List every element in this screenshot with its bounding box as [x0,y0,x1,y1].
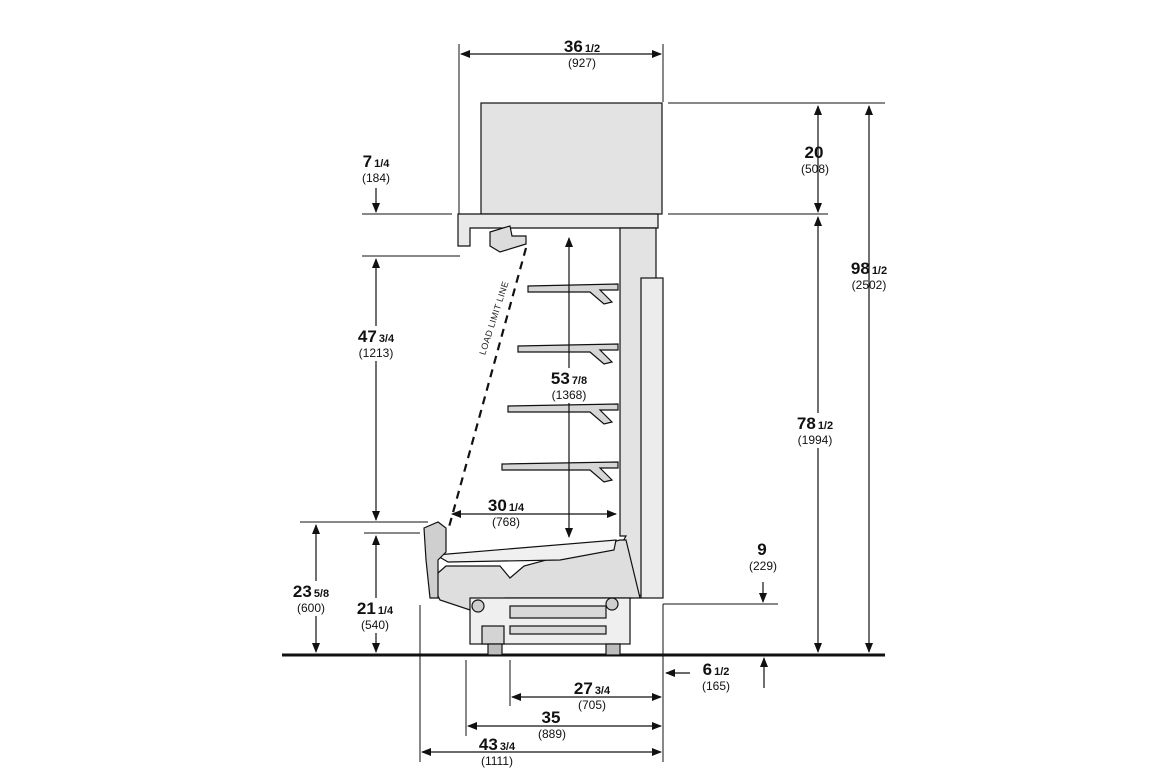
dim-value: 21 [356,599,376,618]
dim-fraction: 1/2 [871,265,888,277]
extension-lines [300,44,885,762]
dim-leg-depth: 35 (889) [538,709,566,740]
shelves [501,283,619,483]
dim-rear-clearance: 9 (229) [749,541,777,572]
dim-value: 9 [757,540,767,559]
dim-fraction: 1/4 [377,605,394,617]
light-fixture [489,225,527,253]
dim-fraction: 1/2 [714,666,730,678]
dim-fraction: 3/4 [499,741,516,753]
dim-value: 30 [487,496,507,515]
dim-fraction: 1/4 [374,158,390,170]
dim-fraction: 3/4 [594,685,611,697]
dim-mm: (705) [577,698,606,712]
dim-mm: (540) [360,618,389,632]
dim-fraction: 1/4 [508,502,525,514]
dim-value: 36 [563,37,583,56]
dim-value: 43 [478,735,498,754]
dim-fraction: 1/2 [817,420,834,432]
dim-mm: (1213) [358,346,394,360]
dim-fraction: 5/8 [313,588,330,600]
dim-value: 23 [292,582,312,601]
load-limit-line [447,247,528,528]
dim-value: 20 [804,143,824,162]
dim-mm: (600) [296,601,325,615]
dim-mm: (184) [361,171,391,185]
dim-value: 6 [702,660,713,679]
dim-mm: (2502) [851,278,887,292]
dim-value: 27 [573,679,593,698]
dim-mm: (1994) [797,433,833,447]
dim-mm: (927) [567,56,596,70]
dim-fraction: 7/8 [571,375,588,387]
dim-canopy-height: 20 (508) [801,144,829,175]
dim-value: 47 [357,327,377,346]
dim-mm: (165) [701,679,731,693]
dim-mm: (229) [748,559,778,573]
dim-value: 7 [362,152,373,171]
dim-value: 98 [850,259,870,278]
dim-mm: (1368) [551,388,587,402]
dim-value: 53 [550,369,570,388]
dim-value: 35 [541,708,561,727]
dim-mm: (508) [800,162,830,176]
dim-mm: (768) [491,515,520,529]
dim-value: 78 [796,414,816,433]
dim-fraction: 1/2 [584,43,601,55]
canopy-box [480,102,663,215]
dim-mm: (1111) [480,754,513,768]
case-body [423,213,664,656]
dim-fraction: 3/4 [378,333,395,345]
dim-mm: (889) [537,727,567,741]
